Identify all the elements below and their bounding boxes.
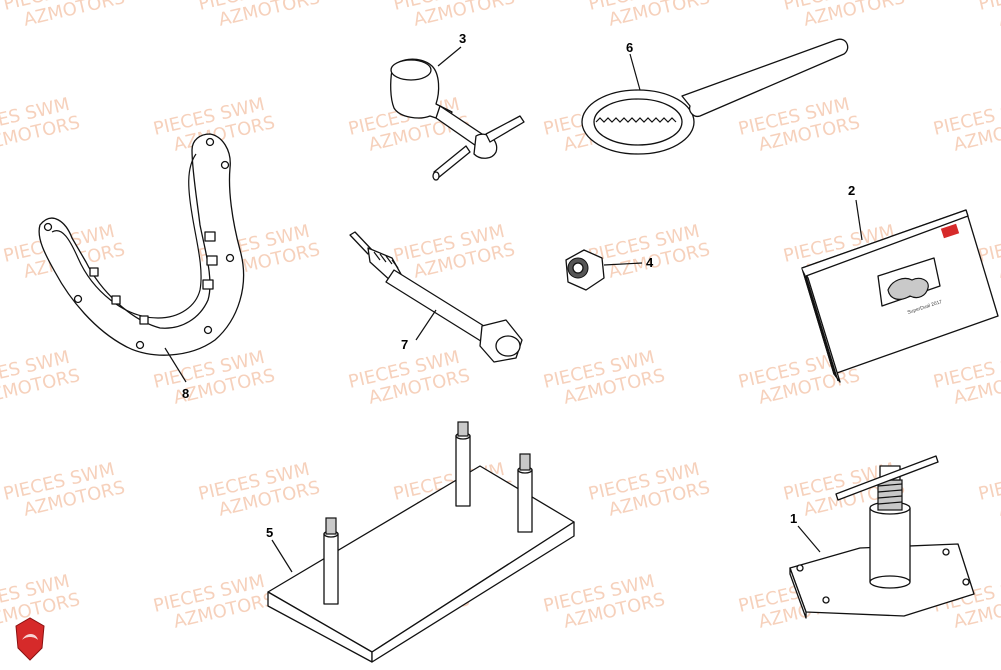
svg-text:AZMOTORS: AZMOTORS <box>996 477 1001 521</box>
part-4-nut[interactable] <box>565 249 643 291</box>
part-3-puller-tool[interactable] <box>390 46 525 181</box>
callout-1: 1 <box>790 511 797 526</box>
azmotors-logo <box>15 617 45 661</box>
callout-6: 6 <box>626 40 633 55</box>
callout-2: 2 <box>848 183 855 198</box>
part-1-press-tool[interactable] <box>789 455 975 619</box>
part-5-base-plate-jig[interactable] <box>267 421 575 663</box>
part-2-owners-manual[interactable]: SuperDual 2017 <box>801 199 999 383</box>
callout-8: 8 <box>182 386 189 401</box>
callout-3: 3 <box>459 31 466 46</box>
callout-5: 5 <box>266 525 273 540</box>
svg-text:AZMOTORS: AZMOTORS <box>996 239 1001 283</box>
callout-4: 4 <box>646 255 654 270</box>
part-6-ring-spanner[interactable] <box>581 38 849 155</box>
part-7-threaded-rod[interactable] <box>349 231 523 363</box>
svg-text:PIECES SWM: PIECES SWM <box>976 0 1001 15</box>
svg-text:AZMOTORS: AZMOTORS <box>996 0 1001 31</box>
svg-text:PIECES SWM: PIECES SWM <box>976 459 1001 505</box>
part-8-curved-plate[interactable] <box>38 133 245 383</box>
callout-7: 7 <box>401 337 408 352</box>
